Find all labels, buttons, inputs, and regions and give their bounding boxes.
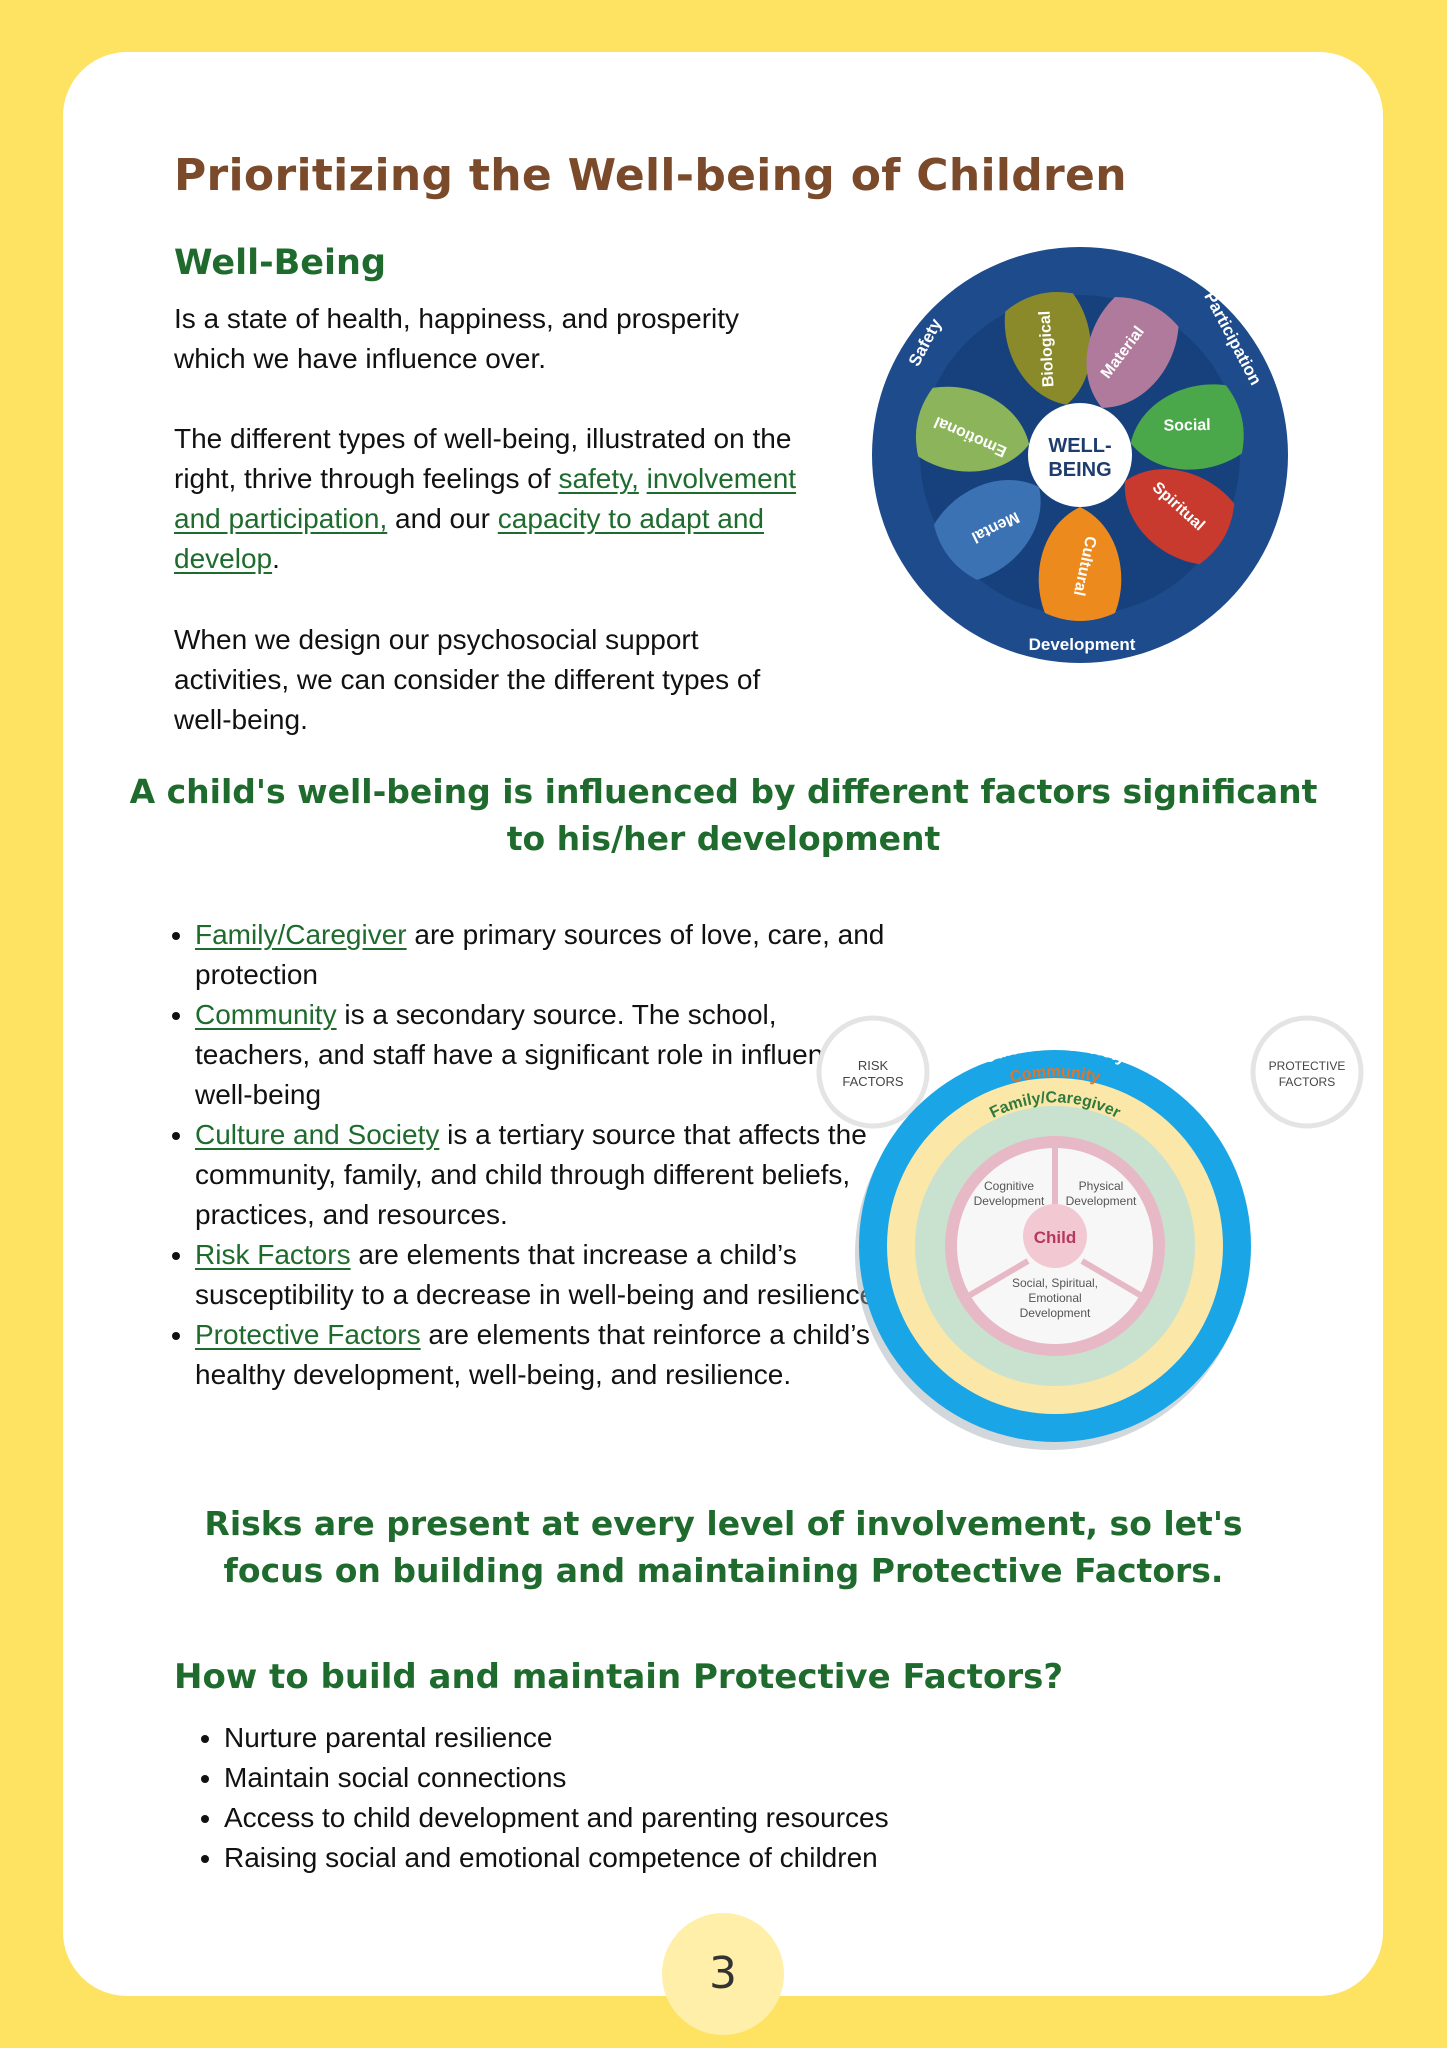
factor-term-link[interactable]: Protective Factors	[195, 1319, 421, 1350]
types-and-text: and our	[387, 503, 498, 534]
factors-list: Family/Caregiver are primary sources of …	[155, 915, 895, 1395]
petal-spiritual: Spiritual	[1125, 469, 1235, 565]
factors-heading: A child's well-being is influenced by di…	[129, 772, 1318, 858]
risk-label-line1: RISK	[858, 1058, 889, 1073]
wheel-petals: Biological MaterialSocialSpiritualCultura…	[915, 292, 1244, 621]
petal-shape	[1130, 384, 1244, 470]
list-item: Protective Factors are elements that rei…	[195, 1315, 895, 1395]
divider-left	[968, 1258, 1030, 1298]
ring-label-development: Development	[1029, 635, 1136, 654]
factor-term-link[interactable]: Risk Factors	[195, 1239, 351, 1270]
page-number: 3	[662, 1913, 784, 2035]
petal-shape	[1086, 297, 1179, 408]
factor-description: are elements that increase a child’s sus…	[195, 1239, 883, 1310]
divider-right	[1080, 1258, 1142, 1298]
protective-factors-badge	[1250, 1015, 1364, 1129]
risks-statement: Risks are present at every level of invo…	[204, 1504, 1243, 1590]
petal-shape	[915, 386, 1030, 472]
social-label-line2: Emotional	[1028, 1291, 1081, 1305]
petal-material: Material	[1086, 297, 1179, 408]
community-label: Community	[1008, 1064, 1101, 1087]
safety-link[interactable]: safety,	[558, 463, 639, 494]
types-end-text: .	[272, 543, 280, 574]
petal-mental: Mental	[933, 479, 1041, 580]
petal-shape	[933, 479, 1041, 580]
list-item: Access to child development and parentin…	[224, 1798, 1124, 1838]
list-item: Family/Caregiver are primary sources of …	[195, 915, 895, 995]
wheel-center	[1028, 403, 1132, 507]
protective-label-line2: FACTORS	[1279, 1075, 1335, 1089]
cognitive-label-line1: Cognitive	[984, 1179, 1034, 1193]
petal-cultural: Cultural	[1038, 507, 1122, 621]
protective-label-line1: PROTECTIVE	[1269, 1059, 1346, 1073]
risk-label-line2: FACTORS	[842, 1074, 903, 1089]
design-note: When we design our psychosocial support …	[174, 620, 814, 740]
cognitive-label-line2: Development	[974, 1194, 1045, 1208]
physical-label-line2: Development	[1066, 1194, 1137, 1208]
child-label: Child	[1034, 1228, 1077, 1247]
design-note-text: When we design our psychosocial support …	[174, 624, 761, 735]
wellbeing-heading: Well-Being	[174, 243, 386, 283]
physical-label-line1: Physical	[1079, 1179, 1124, 1193]
factor-term-link[interactable]: Culture and Society	[195, 1119, 440, 1150]
factor-description: is a tertiary source that affects the co…	[195, 1119, 867, 1230]
factor-description: are elements that reinforce a child’s he…	[195, 1319, 870, 1390]
social-label-line3: Development	[1020, 1306, 1091, 1320]
howto-list: Nurture parental resilience Maintain soc…	[184, 1718, 1124, 1878]
petal-biological: Biological	[1004, 292, 1091, 405]
wellbeing-definition: Is a state of health, happiness, and pro…	[174, 299, 814, 379]
list-item: Raising social and emotional competence …	[224, 1838, 1124, 1878]
petal-label: Biological	[1037, 310, 1058, 387]
definition-text: Is a state of health, happiness, and pro…	[174, 303, 740, 374]
factor-term-link[interactable]: Community	[195, 999, 337, 1030]
risk-factors-badge	[816, 1015, 930, 1129]
page-title: Prioritizing the Well-being of Children	[174, 150, 1127, 201]
petal-shape	[1004, 292, 1091, 405]
petal-shape	[1125, 469, 1235, 565]
ecological-diagram: RISK FACTORS PROTECTIVE FACTORS Child Cu…	[816, 1015, 1364, 1450]
factor-description: is a secondary source. The school, teach…	[195, 999, 875, 1110]
child-circle	[1023, 1204, 1087, 1268]
factor-description: are primary sources of love, care, and p…	[195, 919, 885, 990]
types-intro-text: The different types of well-being, illus…	[174, 423, 792, 494]
list-item: Culture and Society is a tertiary source…	[195, 1115, 895, 1235]
list-item: Nurture parental resilience	[224, 1718, 1124, 1758]
howto-heading: How to build and maintain Protective Fac…	[174, 1657, 1064, 1697]
petal-label: Social	[1163, 417, 1210, 435]
petal-shape	[1038, 507, 1122, 621]
wheel-center-line2: BEING	[1048, 459, 1111, 481]
list-item: Risk Factors are elements that increase …	[195, 1235, 895, 1315]
capacity-link[interactable]: capacity to adapt and develop	[174, 503, 764, 574]
list-item: Community is a secondary source. The sch…	[195, 995, 895, 1115]
involvement-link[interactable]: involvement and participation,	[174, 463, 797, 534]
wheel-center-line1: WELL-	[1048, 435, 1111, 457]
social-label-line1: Social, Spiritual,	[1012, 1276, 1098, 1290]
petal-social: Social	[1130, 384, 1244, 470]
wellbeing-wheel: Biological MaterialSocialSpiritualCultura…	[872, 247, 1288, 663]
list-item: Maintain social connections	[224, 1758, 1124, 1798]
petal-emotional: Emotional	[915, 386, 1030, 472]
wellbeing-types-paragraph: The different types of well-being, illus…	[174, 419, 814, 579]
factor-term-link[interactable]: Family/Caregiver	[195, 919, 407, 950]
